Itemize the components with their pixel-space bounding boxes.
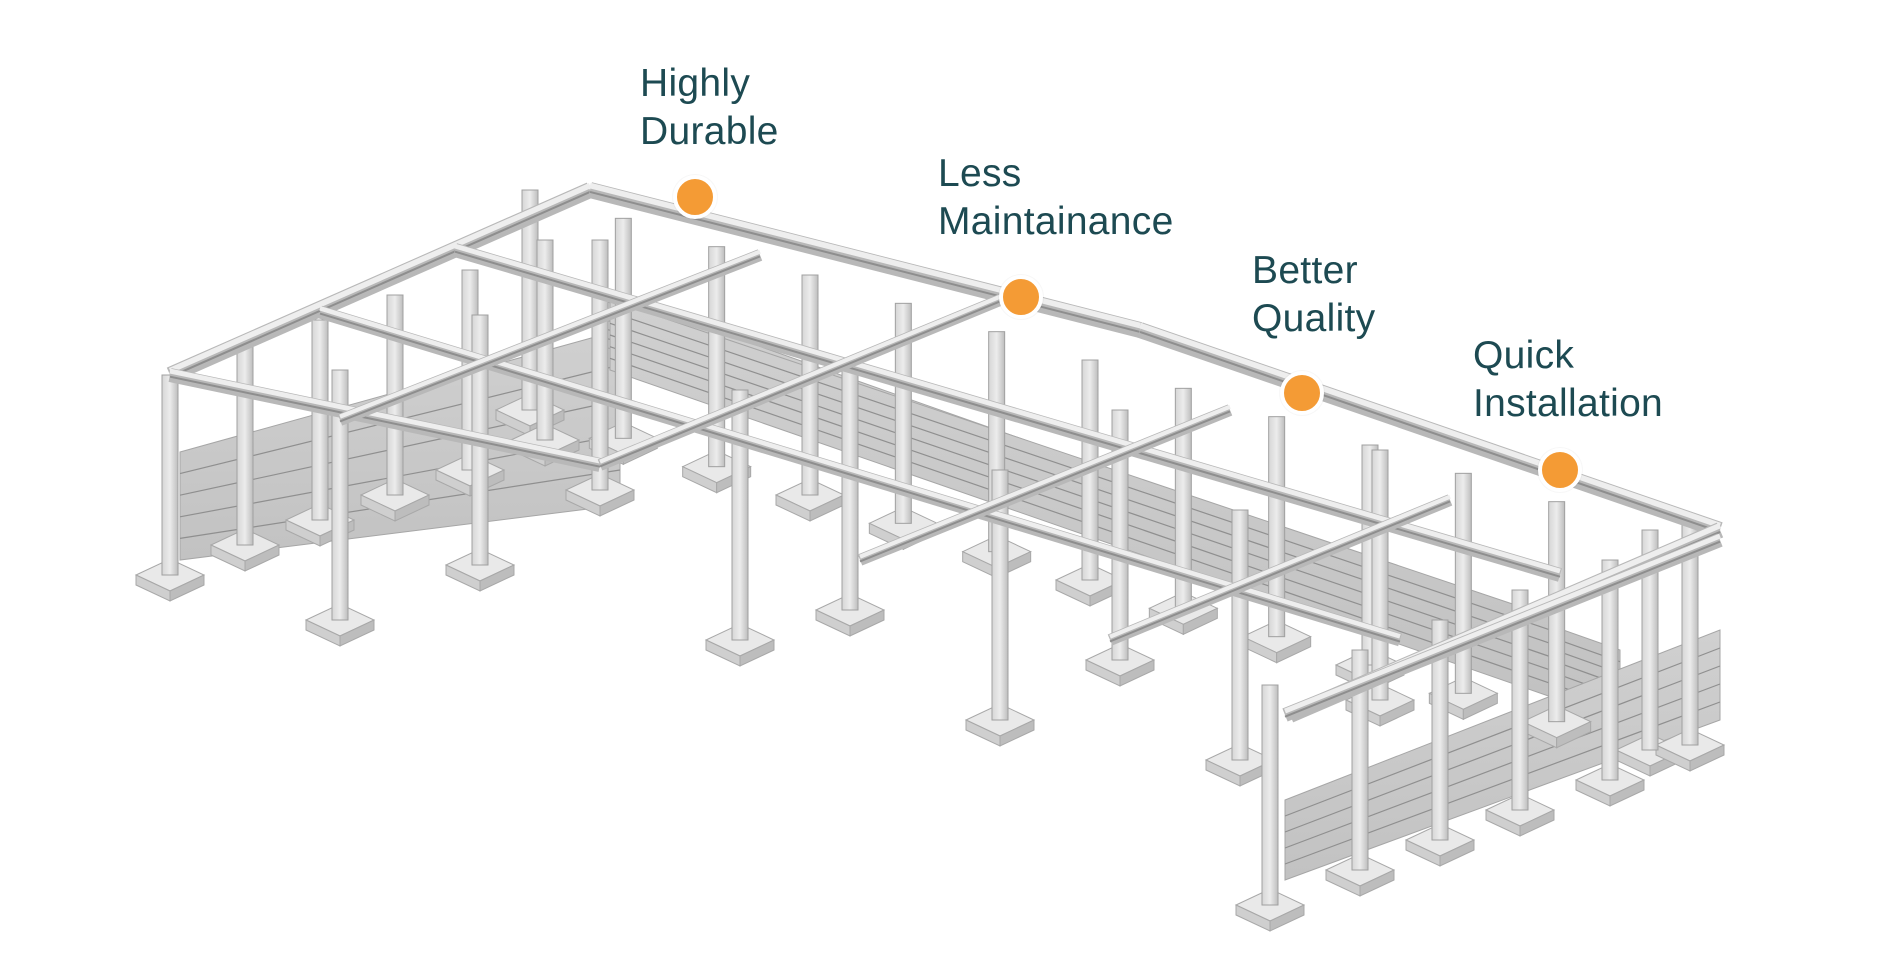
beam-highlight xyxy=(169,368,601,464)
callout-line: Better xyxy=(1252,249,1358,292)
beam-shadow xyxy=(339,255,761,423)
footing-side xyxy=(1689,744,1725,772)
column xyxy=(1261,684,1279,906)
footing-side xyxy=(244,544,280,572)
callout-highly-durable: Highly Durable xyxy=(640,60,779,156)
footing-side xyxy=(1359,869,1395,897)
beam xyxy=(857,404,1233,566)
column xyxy=(161,374,179,576)
callout-line: Installation xyxy=(1473,382,1664,425)
column xyxy=(1351,649,1369,871)
beam-shadow xyxy=(599,300,1001,468)
footing-side xyxy=(169,574,205,602)
beam-shadow xyxy=(319,312,1401,643)
footing-side xyxy=(1276,635,1312,664)
column xyxy=(894,302,912,524)
columns xyxy=(161,189,1699,906)
column xyxy=(991,469,1009,721)
footing-side xyxy=(1462,692,1498,721)
beam-shadow xyxy=(1139,330,1721,533)
callout-line: Maintainance xyxy=(938,200,1174,243)
column xyxy=(841,359,859,611)
footing-side xyxy=(1119,659,1155,687)
beam-shadow xyxy=(589,190,1141,333)
callout-line: Durable xyxy=(640,110,779,153)
footing-side xyxy=(1556,720,1592,749)
beam-highlight xyxy=(859,404,1231,559)
column xyxy=(1641,529,1659,751)
column xyxy=(1268,416,1286,638)
beam-shadow xyxy=(1109,500,1451,643)
beam-highlight xyxy=(168,182,592,374)
callout-line: Highly xyxy=(640,62,751,105)
callout-line: Quality xyxy=(1252,297,1376,340)
beam xyxy=(1107,494,1453,646)
footing-side xyxy=(1379,699,1415,727)
callout-less-maintainance: Less Maintainance xyxy=(938,150,1174,246)
beam xyxy=(597,294,1003,471)
beam xyxy=(337,249,763,426)
footing-side xyxy=(1609,779,1645,807)
beams xyxy=(166,182,1724,723)
beam-highlight xyxy=(1109,494,1451,639)
column xyxy=(1371,449,1389,701)
beam xyxy=(1137,322,1723,538)
beam-shadow xyxy=(169,375,601,468)
column xyxy=(614,217,632,439)
beam-shadow xyxy=(169,191,591,378)
footing-side xyxy=(1439,839,1475,867)
footing-side xyxy=(1182,607,1218,636)
column xyxy=(591,239,609,491)
marker-dot-less-maintainance xyxy=(999,275,1043,319)
column xyxy=(311,319,329,521)
column xyxy=(1231,509,1249,761)
footing-side xyxy=(599,489,635,517)
beam-highlight xyxy=(339,249,761,419)
beam xyxy=(168,368,602,472)
column xyxy=(331,369,349,621)
footing-side xyxy=(1519,809,1555,837)
beam-shadow xyxy=(859,410,1231,563)
beam-highlight xyxy=(599,294,1001,464)
callout-better-quality: Better Quality xyxy=(1252,247,1375,343)
footing-side xyxy=(479,564,515,592)
footing-side xyxy=(394,494,430,522)
marker-dot-highly-durable xyxy=(673,175,717,219)
footing-side xyxy=(849,609,885,637)
column xyxy=(236,344,254,546)
column xyxy=(1111,409,1129,661)
footing-side xyxy=(739,639,775,667)
marker-dot-quick-installation xyxy=(1538,448,1582,492)
column xyxy=(1431,619,1449,841)
column xyxy=(1454,472,1472,694)
beam-highlight xyxy=(1284,533,1721,714)
callout-quick-installation: Quick Installation xyxy=(1473,332,1663,428)
column xyxy=(1511,589,1529,811)
beam-shadow xyxy=(1284,540,1721,718)
beam xyxy=(166,182,594,383)
beam-highlight xyxy=(1139,322,1721,529)
marker-dot-better-quality xyxy=(1280,371,1324,415)
callout-line: Less xyxy=(938,152,1022,195)
beam xyxy=(318,305,1402,647)
footing-side xyxy=(999,719,1035,747)
footing-side xyxy=(1269,904,1305,932)
callout-line: Quick xyxy=(1473,334,1575,377)
footing-side xyxy=(339,619,375,647)
column xyxy=(1601,559,1619,781)
beam xyxy=(1282,533,1723,722)
column xyxy=(731,389,749,641)
